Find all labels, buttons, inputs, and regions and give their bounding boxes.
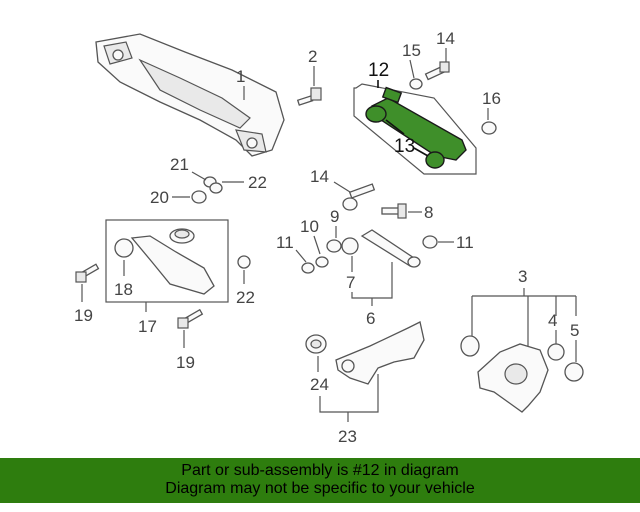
bolt-2-part	[296, 87, 322, 106]
bolt-14-mid-part	[342, 183, 376, 211]
bracket-23	[319, 374, 379, 422]
callout-9: 9	[330, 207, 339, 226]
washer-15-part	[409, 78, 423, 90]
parts-diagram: 1 2 12 13 15 14 16 21 22 20	[74, 29, 584, 446]
callout-8: 8	[424, 203, 433, 222]
callout-15: 15	[402, 41, 421, 60]
callout-22-top: 22	[248, 173, 267, 192]
group-17-frame	[105, 219, 229, 303]
banner-line-2: Diagram may not be specific to your vehi…	[165, 480, 475, 497]
callout-1: 1	[236, 67, 245, 86]
callout-14-mid: 14	[310, 167, 329, 186]
callout-2: 2	[308, 47, 317, 66]
trailing-arm-17-part	[114, 228, 215, 295]
part-12-highlight-group	[353, 83, 477, 175]
leader-11-left	[295, 249, 307, 263]
bolt-19-left-part	[75, 263, 100, 283]
callout-7: 7	[346, 273, 355, 292]
callout-5: 5	[570, 321, 579, 340]
leader-10	[313, 235, 321, 255]
nut-22-bottom-part	[237, 255, 251, 269]
callout-4: 4	[548, 311, 557, 330]
callout-6: 6	[366, 309, 375, 328]
nut-11-left-part	[301, 262, 315, 274]
callout-10: 10	[300, 217, 319, 236]
washers-9-10-part	[315, 239, 342, 268]
callout-3: 3	[518, 267, 527, 286]
callout-21: 21	[170, 155, 189, 174]
hardware-20-21-22-part	[191, 176, 223, 204]
leader-13b	[413, 147, 429, 157]
info-banner: Part or sub-assembly is #12 in diagram D…	[0, 458, 640, 503]
nut-16-part	[481, 121, 497, 135]
callout-20: 20	[150, 188, 169, 207]
bolt-8-part	[381, 203, 407, 219]
knuckle-3-part	[460, 335, 584, 413]
callout-11-left: 11	[276, 233, 294, 252]
bracket-6	[351, 262, 393, 306]
crossmember-part	[95, 33, 285, 157]
callout-22-bottom: 22	[236, 288, 255, 307]
callout-16: 16	[482, 89, 501, 108]
banner-line-1: Part or sub-assembly is #12 in diagram	[181, 462, 459, 479]
leader-15	[409, 59, 415, 79]
callout-19-left: 19	[74, 306, 93, 325]
callout-18: 18	[114, 280, 133, 299]
callout-11-right: 11	[456, 233, 474, 252]
leader-21	[191, 171, 207, 181]
leader-14-mid	[333, 181, 351, 193]
bolt-19-bottom-part	[177, 308, 204, 329]
lower-arm-23-part	[305, 321, 425, 385]
bolt-14-top-part	[424, 61, 450, 81]
callout-17: 17	[138, 317, 157, 336]
callout-14-top: 14	[436, 29, 455, 48]
callout-12: 12	[368, 60, 389, 81]
callout-13: 13	[394, 136, 415, 157]
callout-23: 23	[338, 427, 357, 446]
leader-13a	[385, 119, 405, 135]
callout-19-bottom: 19	[176, 353, 195, 372]
lateral-link-6-part	[341, 229, 438, 268]
bracket-3	[471, 288, 577, 346]
callout-24: 24	[310, 375, 329, 394]
